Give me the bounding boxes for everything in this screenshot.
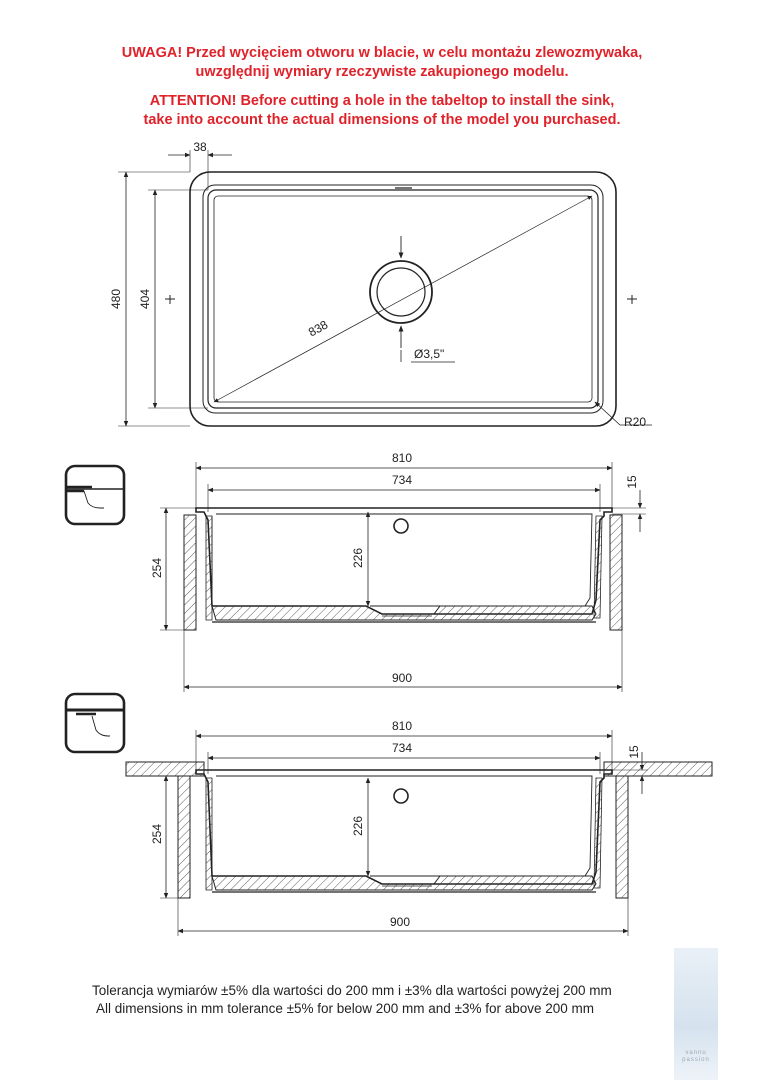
dim-cabinet-width-2: 900	[390, 915, 410, 929]
warning-en-line2: take into account the actual dimensions …	[143, 112, 621, 128]
tolerance-pl: Tolerancja wymiarów ±5% dla wartości do …	[92, 983, 612, 998]
dim-outer-height: 480	[109, 289, 123, 309]
dim-inner-width: 734	[392, 473, 412, 487]
dim-cabinet-width: 900	[392, 671, 412, 685]
brand-logo-text: vannu passion	[682, 1050, 710, 1063]
dim-rim-depth-2: 15	[627, 745, 641, 759]
dim-bowl-depth-2: 226	[351, 816, 365, 836]
warning-en-line1: ATTENTION! Before cutting a hole in the …	[149, 93, 615, 109]
dim-inner-width-2: 734	[392, 741, 412, 755]
dim-diagonal: 838	[306, 317, 331, 339]
section-2	[64, 692, 713, 936]
tolerance-en: All dimensions in mm tolerance ±5% for b…	[96, 1001, 595, 1016]
dim-outer-width: 810	[392, 451, 412, 465]
sink-bowl-edge	[207, 189, 599, 409]
topmount-icon	[64, 692, 126, 754]
warning-polish: UWAGA! Przed wycięciem otworu w blacie, …	[0, 44, 764, 82]
tolerance-footer: Tolerancja wymiarów ±5% dla wartości do …	[92, 982, 612, 1018]
brand-watermark	[674, 948, 718, 1080]
dim-total-height-2: 254	[150, 824, 164, 844]
section-1	[64, 462, 646, 692]
dim-inner-height: 404	[138, 289, 152, 309]
warning-pl-line2: uwzględnij wymiary rzeczywiste zakupione…	[195, 64, 569, 80]
drain-outer	[369, 260, 433, 324]
flush-mount-icon	[64, 464, 126, 526]
diagonal-dimension-line	[213, 195, 593, 403]
dim-outer-width-2: 810	[392, 719, 412, 733]
sink-outer-rim	[189, 171, 617, 427]
dim-total-height: 254	[150, 558, 164, 578]
dim-drain-diameter: Ø3,5"	[414, 347, 444, 361]
dim-bowl-depth: 226	[351, 548, 365, 568]
dim-rim-width: 38	[193, 140, 207, 154]
drain-inner	[376, 267, 426, 317]
section-1-labels: 810 734 900 254 226 15	[150, 451, 639, 685]
warning-english: ATTENTION! Before cutting a hole in the …	[0, 92, 764, 130]
section-2-labels: 810 734 900 254 226 15	[150, 719, 641, 929]
sink-rim-inner	[202, 184, 604, 414]
dim-corner-radius: R20	[624, 415, 646, 429]
dim-rim-depth: 15	[625, 475, 639, 489]
top-view	[118, 150, 652, 427]
warning-pl-line1: UWAGA! Przed wycięciem otworu w blacie, …	[121, 45, 643, 61]
